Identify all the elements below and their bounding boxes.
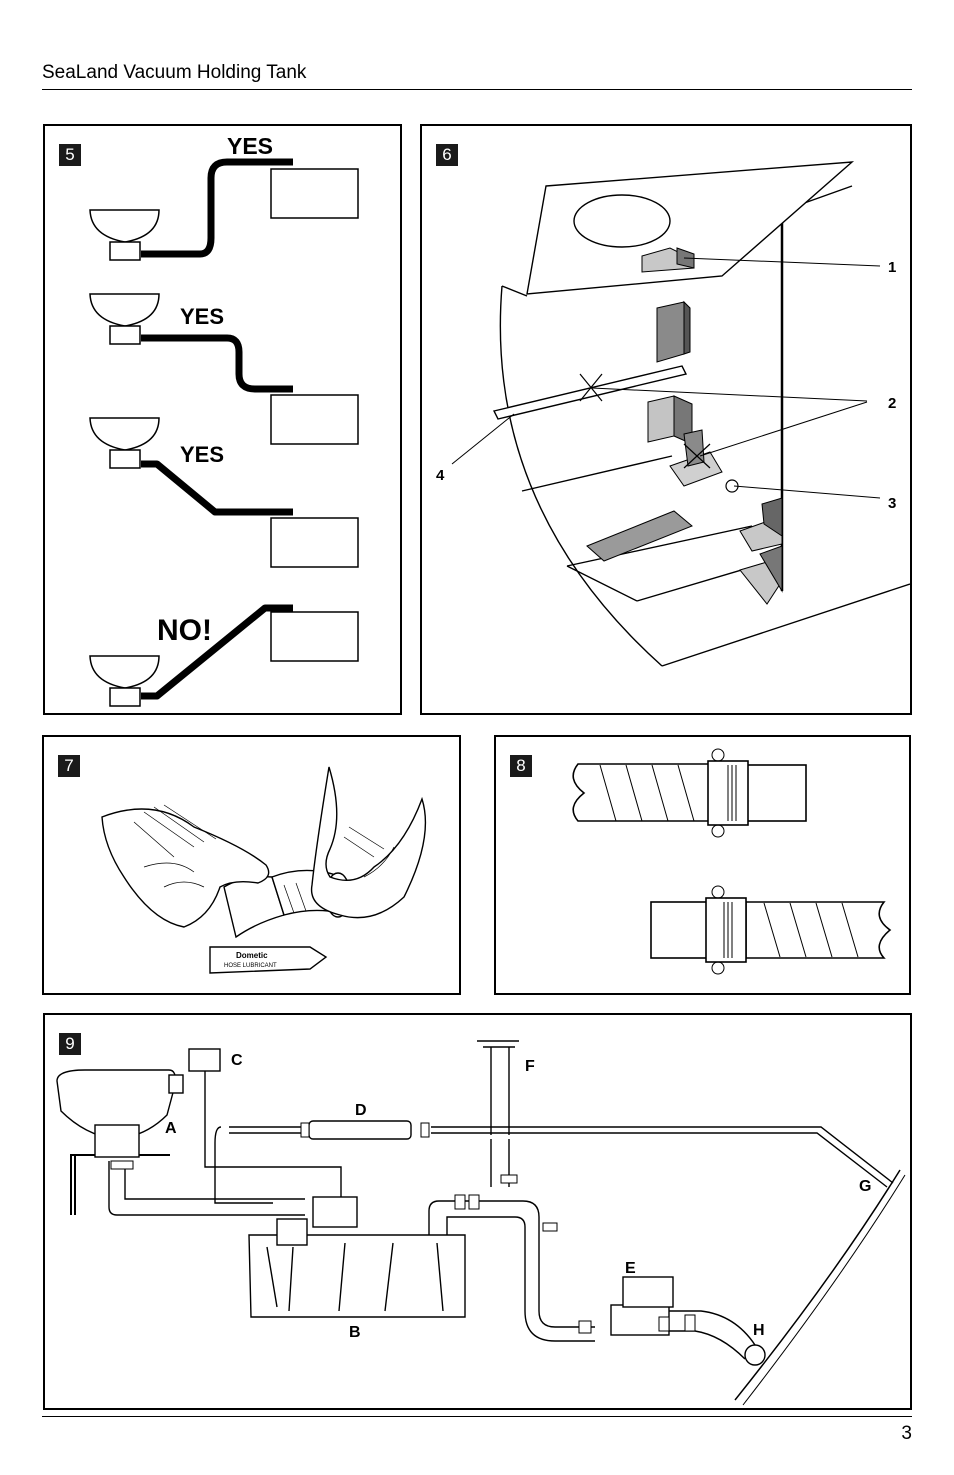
callout-C: C	[231, 1052, 243, 1069]
toilet-1	[89, 209, 160, 243]
callout-1: 1	[888, 259, 896, 276]
figure-7-panel: 7 Dometic HOSE LUBRICANT	[42, 735, 461, 995]
hose-1	[141, 158, 293, 258]
control-box	[188, 1048, 221, 1072]
footer-rule	[42, 1416, 912, 1417]
right-hand	[310, 766, 427, 919]
callout-A: A	[165, 1120, 177, 1137]
clamp-lower	[705, 897, 747, 963]
hose-2	[141, 334, 293, 393]
lubricant-tube	[209, 946, 328, 974]
tank-3	[270, 517, 359, 568]
figure-9-panel: 9	[43, 1013, 912, 1410]
hose-3	[141, 460, 293, 516]
holding-tank	[248, 1234, 466, 1318]
label-yes-2: YES	[180, 304, 224, 329]
figure-5-panel: 5 YES YES YES NO!	[43, 124, 402, 715]
callout-G: G	[859, 1178, 871, 1195]
callout-3: 3	[888, 495, 896, 512]
figure-6-drawing: 1 2 3 4	[436, 161, 910, 667]
support-bar	[492, 365, 688, 420]
tank-opening	[573, 194, 671, 248]
callout-H: H	[753, 1322, 765, 1339]
vent-line	[431, 1126, 894, 1184]
tank-2	[270, 394, 359, 445]
toilet-2	[89, 293, 160, 327]
callout-4: 4	[436, 467, 445, 484]
hull-curve	[499, 285, 663, 667]
header-rule	[42, 89, 912, 90]
label-yes-1: YES	[227, 133, 273, 159]
figure-7-number: 7	[58, 755, 80, 777]
toilet-4	[89, 655, 160, 689]
tube-text: HOSE LUBRICANT	[224, 963, 277, 969]
tube-brand: Dometic	[236, 951, 268, 960]
figure-6-panel: 6	[420, 124, 912, 715]
label-no: NO!	[157, 614, 212, 647]
figure-7-drawing: Dometic HOSE LUBRICANT	[101, 766, 427, 974]
figure-5-number: 5	[59, 144, 81, 166]
floor-strap	[586, 510, 693, 562]
callout-2: 2	[888, 395, 896, 412]
bracket-upper	[656, 301, 685, 363]
hull-line	[734, 1169, 901, 1401]
bracket-lower-a	[647, 395, 675, 443]
document-title: SeaLand Vacuum Holding Tank	[42, 62, 307, 83]
hose-upper	[572, 763, 717, 822]
callout-E: E	[625, 1260, 636, 1277]
callout-F: F	[525, 1058, 535, 1075]
figure-6-number: 6	[436, 144, 458, 166]
callout-D: D	[355, 1102, 367, 1119]
figure-8-panel: 8	[494, 735, 911, 995]
figure-9-drawing: A B C D E F G H	[56, 1040, 906, 1406]
figure-8-number: 8	[510, 755, 532, 777]
seacock	[744, 1344, 766, 1366]
toilet-3	[89, 417, 160, 451]
tank-top	[526, 161, 855, 295]
tank-4	[270, 611, 359, 662]
label-yes-3: YES	[180, 442, 224, 467]
vent-filter	[308, 1120, 412, 1140]
hose-4	[141, 604, 293, 700]
page-number: 3	[901, 1423, 912, 1444]
left-hand	[101, 808, 270, 928]
figure-9-number: 9	[59, 1033, 81, 1055]
figure-5-drawing: YES YES YES NO!	[89, 133, 359, 707]
tank-1	[270, 168, 359, 219]
figure-8-drawing	[572, 748, 892, 975]
callout-B: B	[349, 1324, 361, 1341]
